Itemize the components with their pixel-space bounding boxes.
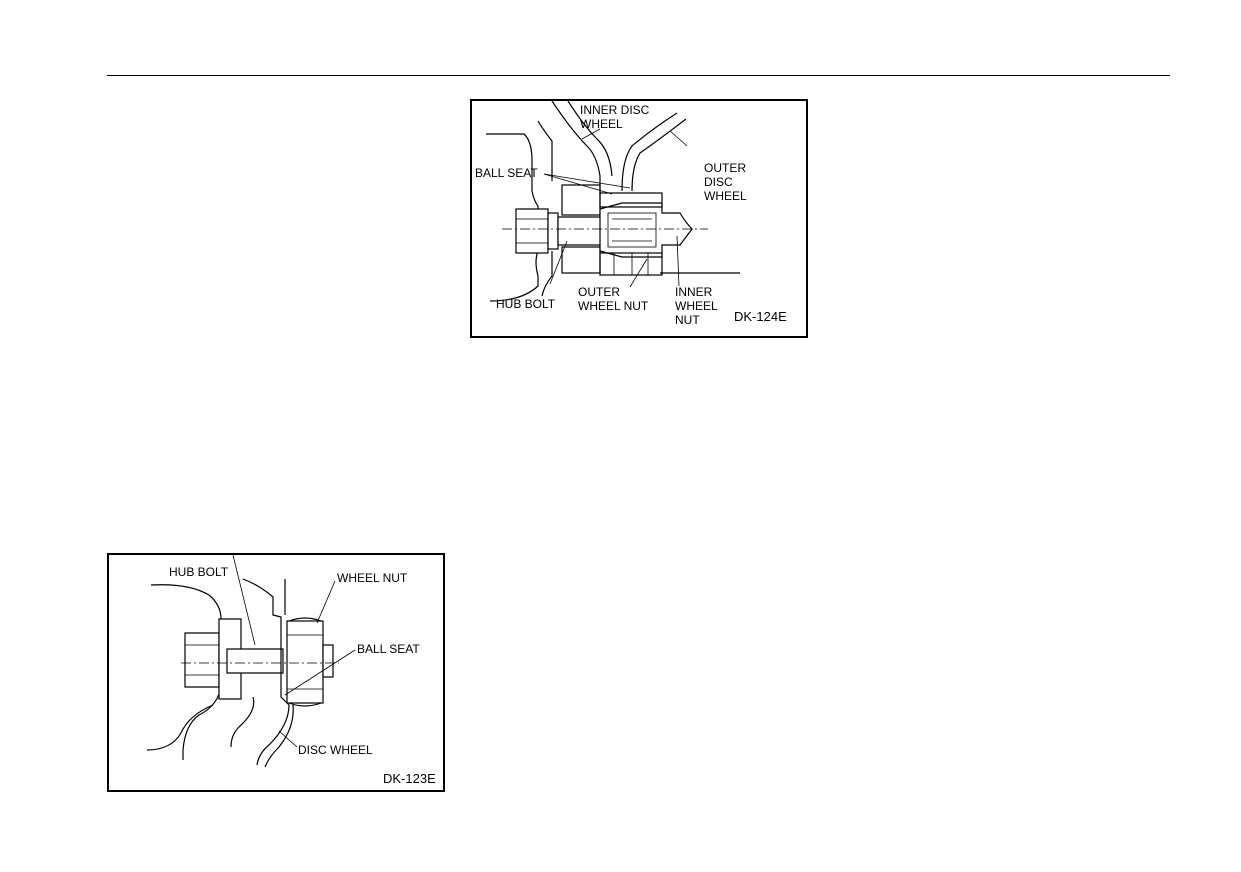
- dual-wheel-mounting-figure: INNER DISC WHEEL OUTER DISC WHEEL BALL S…: [470, 99, 808, 338]
- single-wheel-mounting-figure: HUB BOLT WHEEL NUT BALL SEAT DISC WHEEL …: [107, 553, 445, 792]
- label-ball-seat: BALL SEAT: [475, 166, 538, 180]
- figure-code: DK-123E: [383, 771, 436, 786]
- label-disc-wheel: DISC WHEEL: [298, 743, 373, 757]
- label-outer-wheel-nut: OUTER WHEEL NUT: [578, 285, 649, 313]
- header-rule: [107, 75, 1170, 76]
- label-hub-bolt: HUB BOLT: [496, 297, 556, 311]
- dual-wheel-drawing: [486, 101, 740, 302]
- label-inner-disc-wheel: INNER DISC WHEEL: [580, 103, 650, 131]
- figure-code: DK-124E: [734, 309, 787, 324]
- label-inner-wheel-nut: INNER WHEEL NUT: [675, 285, 718, 327]
- label-outer-disc-wheel: OUTER DISC WHEEL: [704, 161, 747, 203]
- label-wheel-nut: WHEEL NUT: [337, 571, 408, 585]
- label-hub-bolt: HUB BOLT: [169, 565, 229, 579]
- single-wheel-drawing: [146, 555, 356, 768]
- label-ball-seat: BALL SEAT: [357, 642, 420, 656]
